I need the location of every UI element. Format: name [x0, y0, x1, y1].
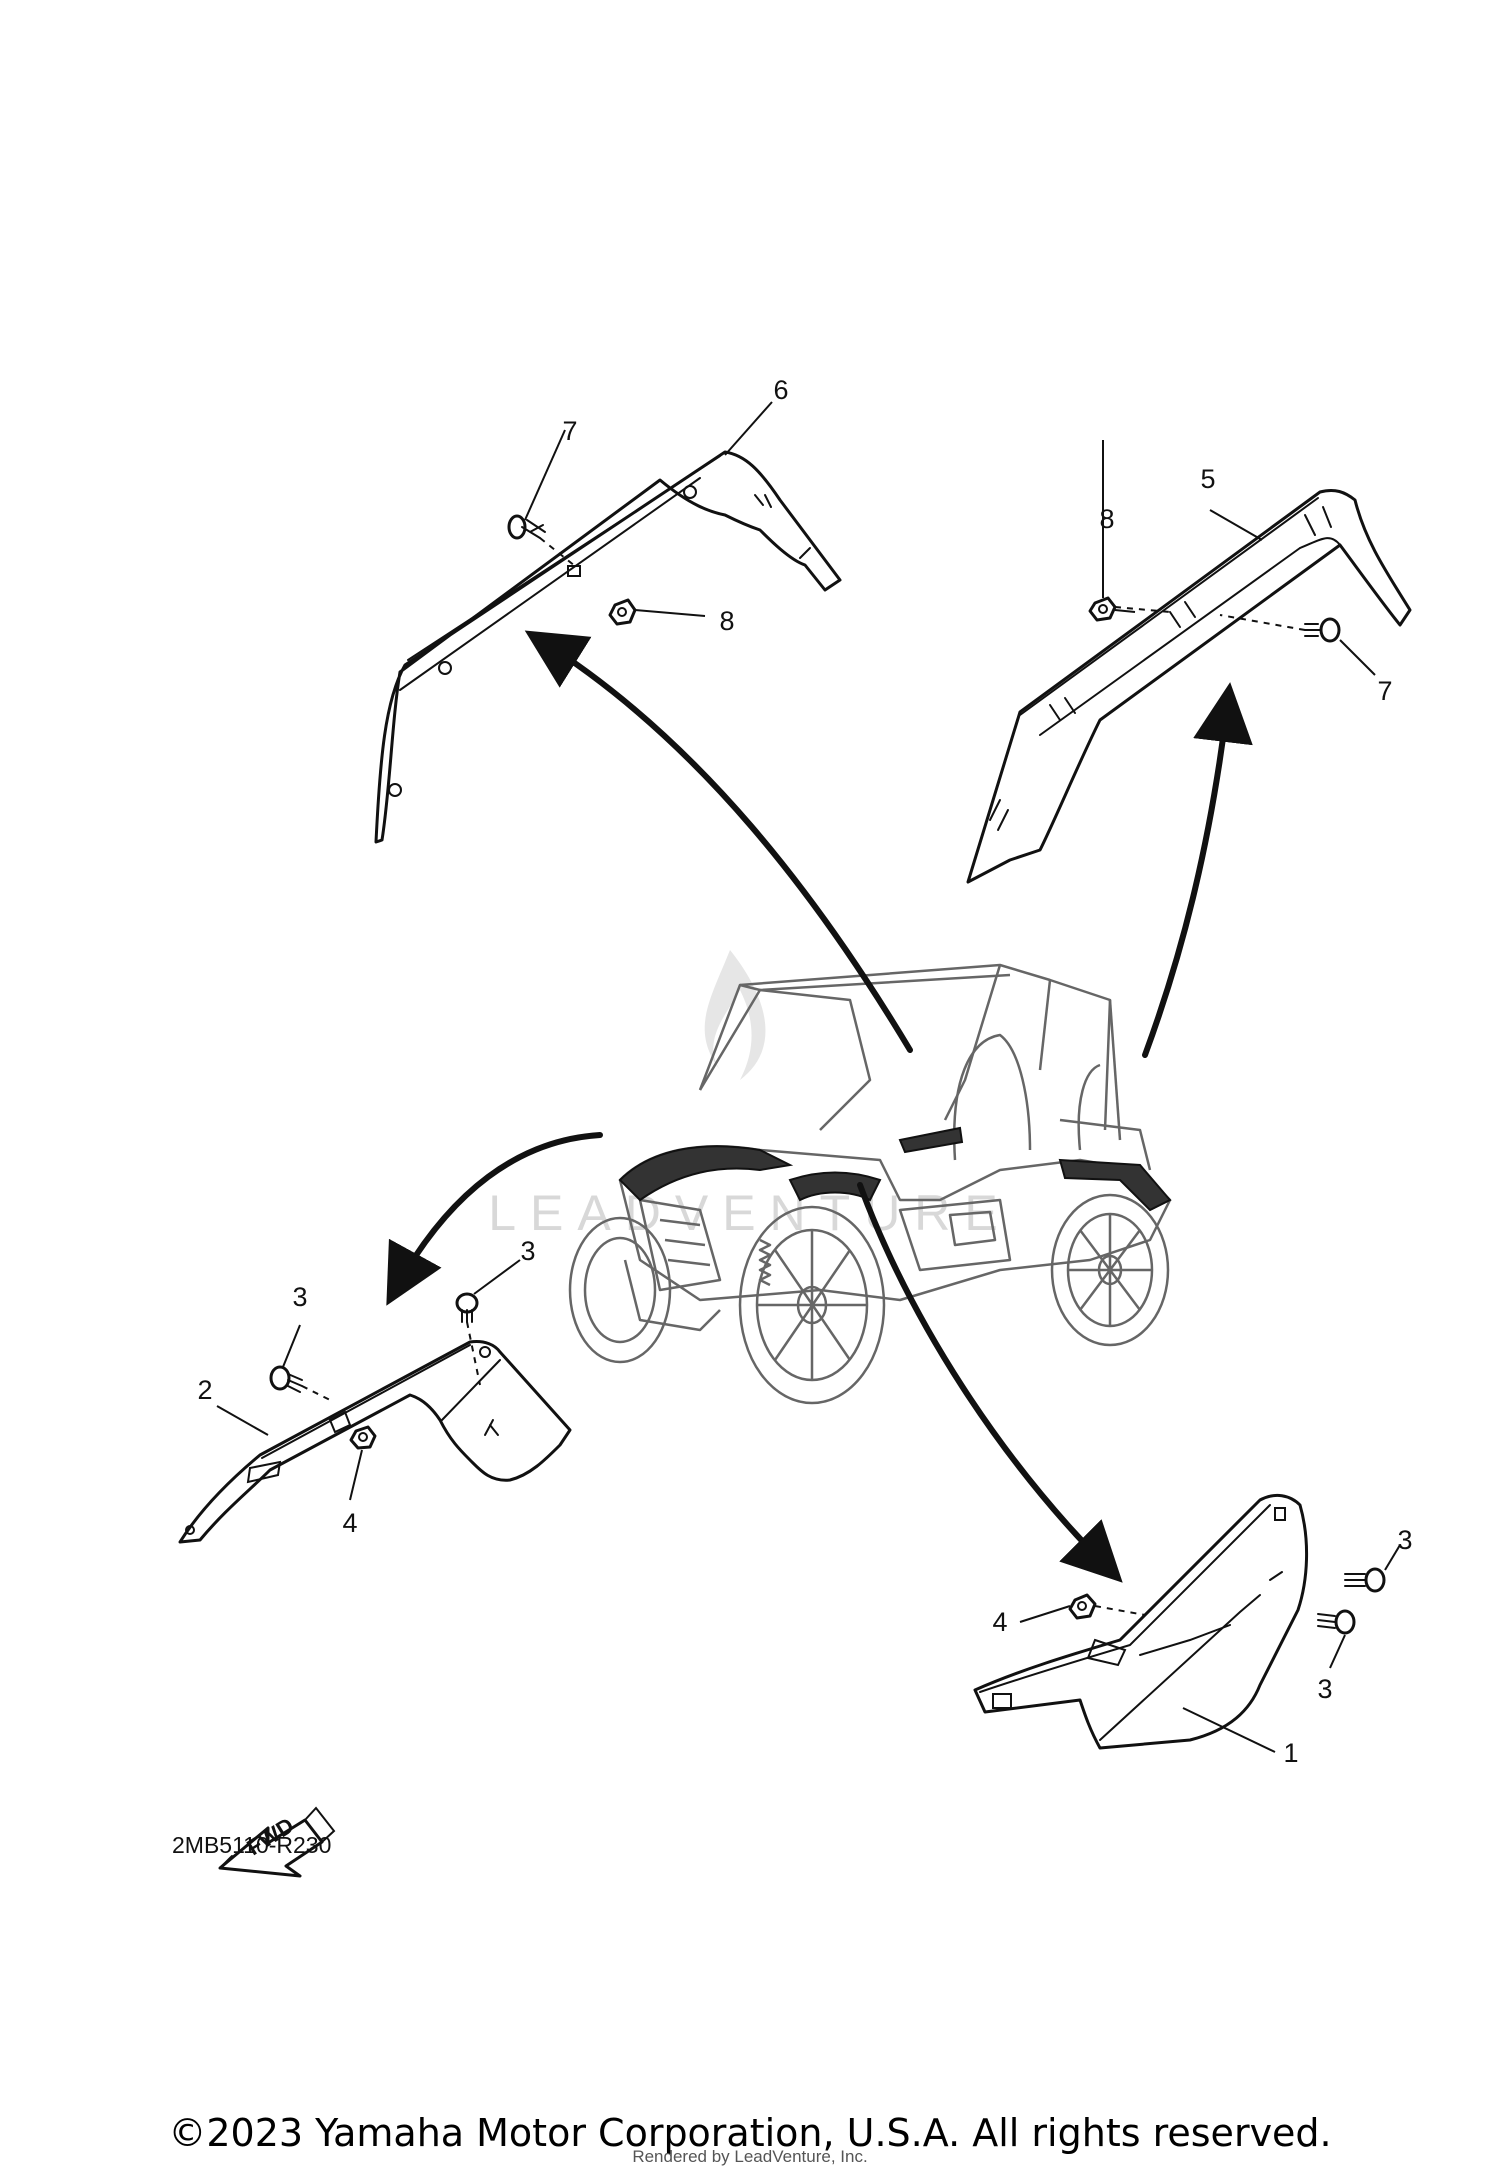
screw-3-left-top-icon — [455, 1292, 479, 1323]
leader-lines — [216, 401, 1401, 1753]
callout-6: 6 — [773, 375, 788, 405]
callout-3-top: 3 — [520, 1236, 535, 1266]
part-5-fender-flare — [966, 488, 1412, 884]
nut-8-left-icon — [608, 598, 637, 626]
rendered-by-notice: Rendered by LeadVenture, Inc. — [632, 2147, 868, 2166]
copyright-notice: ©2023 Yamaha Motor Corporation, U.S.A. A… — [168, 2111, 1332, 2155]
callout-2: 2 — [197, 1375, 212, 1405]
callout-1: 1 — [1283, 1738, 1298, 1768]
screw-3-right-lower-icon — [1317, 1609, 1356, 1635]
diagram-id: 2MB5110-R230 — [172, 1832, 332, 1858]
nut-4-left-icon — [349, 1425, 377, 1450]
screw-3-left-upper-icon — [269, 1365, 303, 1393]
part-6-fender-flare — [374, 450, 842, 844]
callout-7-right: 7 — [1377, 676, 1392, 706]
vehicle-illustration — [568, 963, 1172, 1405]
nut-8-right-icon — [1088, 596, 1117, 622]
callout-8-right: 8 — [1099, 504, 1114, 534]
mounting-lines — [301, 537, 1306, 1616]
callouts: 6 7 8 5 8 7 3 3 2 4 3 4 3 1 — [197, 375, 1412, 1768]
callout-5: 5 — [1200, 464, 1215, 494]
callout-8-left: 8 — [719, 606, 734, 636]
callout-7-left: 7 — [562, 416, 577, 446]
part-1-fender-flare — [973, 1493, 1309, 1750]
fasteners — [269, 514, 1386, 1635]
nut-4-right-icon — [1068, 1593, 1097, 1620]
callout-3-left: 3 — [292, 1282, 307, 1312]
screw-3-right-upper-icon — [1344, 1567, 1386, 1593]
callout-4-left: 4 — [342, 1508, 357, 1538]
watermark: LEADVENTURE — [488, 950, 1012, 1241]
callout-3-right-lower: 3 — [1317, 1674, 1332, 1704]
pointer-arrows — [386, 630, 1253, 1583]
part-2-fender-flare — [178, 1340, 572, 1544]
screw-7-right-icon — [1304, 617, 1341, 643]
callout-3-right-upper: 3 — [1397, 1525, 1412, 1555]
watermark-text: LEADVENTURE — [488, 1185, 1012, 1241]
screw-7-left-icon — [507, 514, 546, 540]
callout-4-right: 4 — [992, 1607, 1007, 1637]
fwd-arrow-icon: FWD — [218, 1806, 336, 1878]
